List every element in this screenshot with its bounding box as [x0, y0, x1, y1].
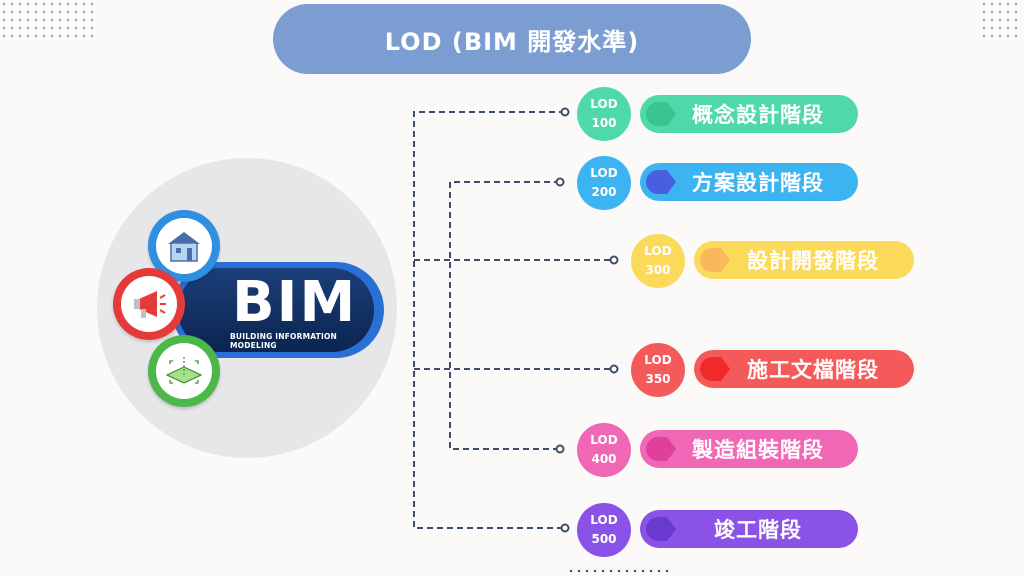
- connector-node-400: [555, 444, 565, 454]
- stage-label: 設計開發階段: [747, 249, 879, 273]
- house-icon-circle: [148, 210, 220, 282]
- connector-node-300: [609, 255, 619, 265]
- lod-number: 500: [591, 532, 617, 546]
- stage-pill-350: 施工文檔階段: [694, 350, 914, 388]
- stage-pill-200: 方案設計階段: [640, 163, 858, 201]
- connector-inner: [449, 181, 560, 450]
- lod-number: 350: [645, 372, 671, 386]
- lod-label: LOD: [590, 513, 618, 527]
- lod-badge-400: LOD 400: [577, 423, 631, 477]
- lod-label: LOD: [644, 244, 672, 258]
- lod-number: 100: [591, 116, 617, 130]
- connector-node-100: [560, 107, 570, 117]
- lod-badge-500: LOD 500: [577, 503, 631, 557]
- stage-pill-400: 製造組裝階段: [640, 430, 858, 468]
- connector-node-200: [555, 177, 565, 187]
- lod-number: 300: [645, 263, 671, 277]
- lod-label: LOD: [590, 166, 618, 180]
- megaphone-icon: [134, 291, 166, 318]
- bim-subtitle: BUILDING INFORMATION MODELING: [230, 332, 338, 350]
- stage-pill-500: 竣工階段: [640, 510, 858, 548]
- stage-pill-300: 設計開發階段: [694, 241, 914, 279]
- dot-grid-top-right: [982, 2, 1018, 38]
- bim-badge: BIM BUILDING INFORMATION MODELING: [172, 262, 384, 358]
- lod-badge-300: LOD 300: [631, 234, 685, 288]
- stage-label: 製造組裝階段: [692, 438, 824, 462]
- stage-label: 方案設計階段: [692, 171, 824, 195]
- lod-number: 400: [591, 452, 617, 466]
- connector-node-350: [609, 364, 619, 374]
- connector-node-500: [560, 523, 570, 533]
- lod-badge-200: LOD 200: [577, 156, 631, 210]
- page-title: LOD (BIM 開發水準): [384, 27, 640, 56]
- plane-icon-circle: [148, 335, 220, 407]
- title-banner: LOD (BIM 開發水準): [273, 4, 751, 74]
- dot-row-bottom: [569, 569, 669, 573]
- house-icon: [168, 232, 200, 262]
- megaphone-icon-circle: [113, 268, 185, 340]
- lod-badge-350: LOD 350: [631, 343, 685, 397]
- dot-grid-top-left: [2, 2, 94, 38]
- stage-label: 竣工階段: [714, 518, 802, 542]
- lod-number: 200: [591, 185, 617, 199]
- 3d-plane-icon: [165, 357, 203, 384]
- lod-label: LOD: [644, 353, 672, 367]
- stage-label: 概念設計階段: [692, 103, 824, 127]
- connector-outer: [413, 111, 565, 529]
- stage-pill-100: 概念設計階段: [640, 95, 858, 133]
- lod-label: LOD: [590, 97, 618, 111]
- lod-badge-100: LOD 100: [577, 87, 631, 141]
- bim-text: BIM: [232, 270, 358, 335]
- lod-label: LOD: [590, 433, 618, 447]
- stage-label: 施工文檔階段: [747, 358, 879, 382]
